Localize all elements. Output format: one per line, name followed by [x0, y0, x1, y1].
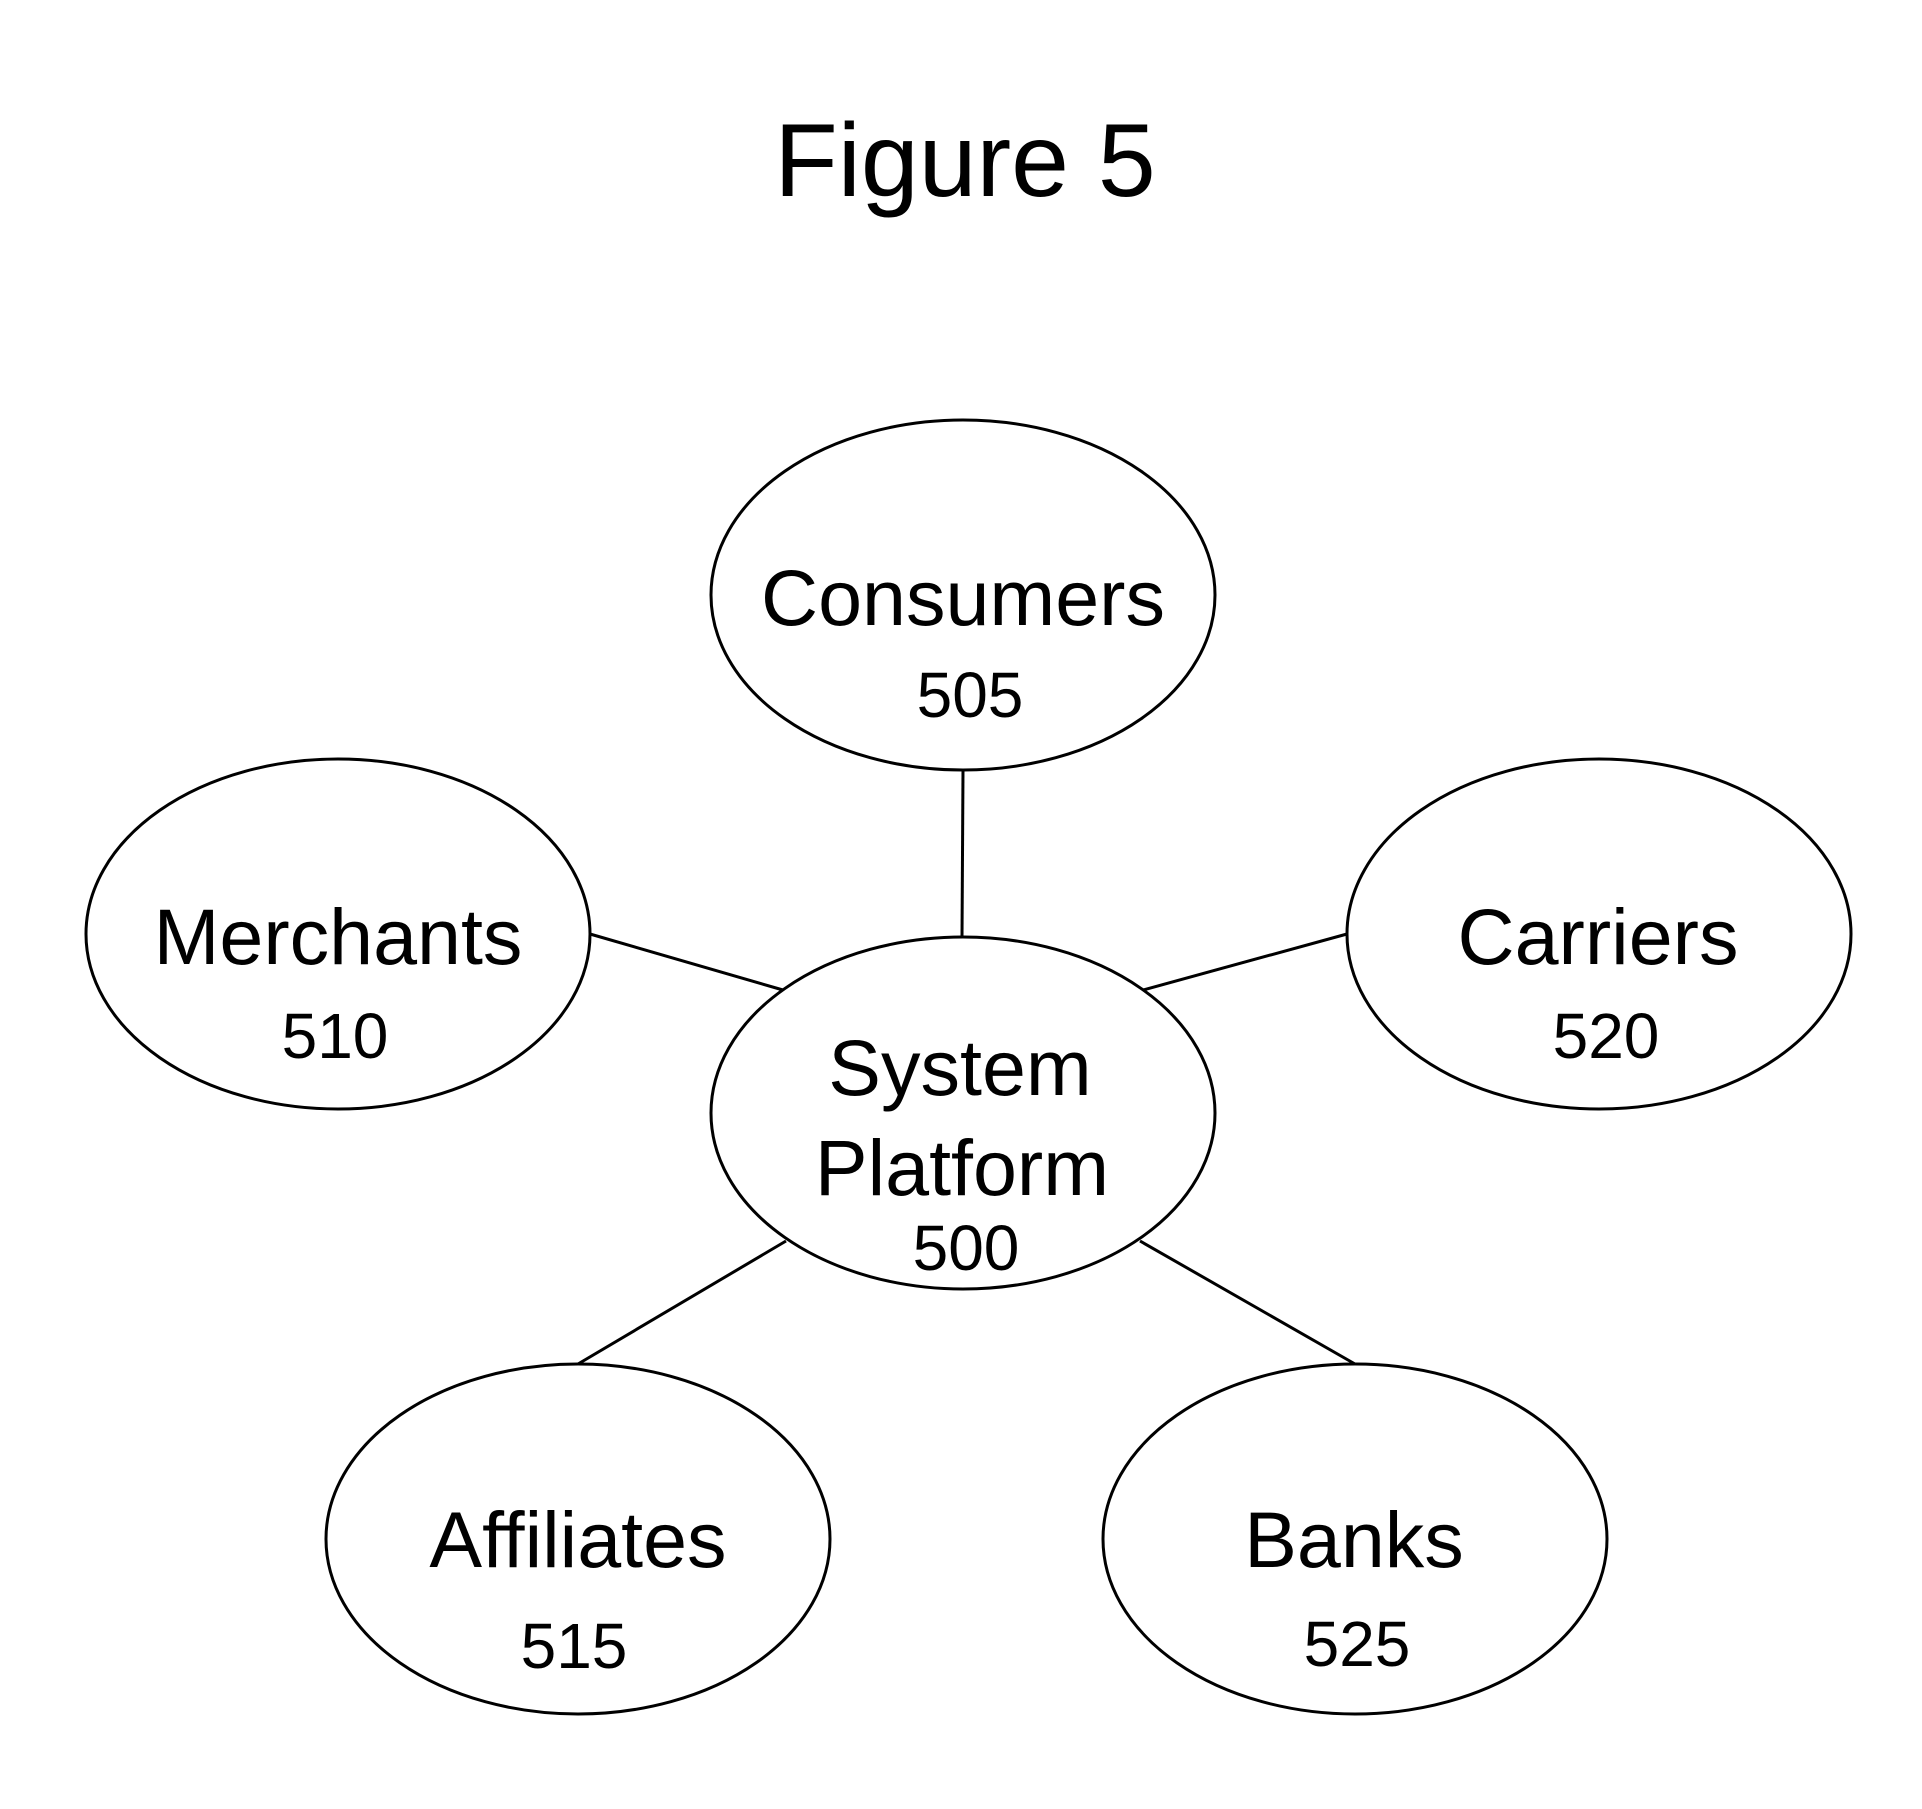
- node-consumers: Consumers 505: [711, 420, 1215, 770]
- node-banks: Banks 525: [1103, 1364, 1607, 1714]
- system-platform-label-line1: System: [828, 1023, 1091, 1112]
- affiliates-label: Affiliates: [429, 1495, 726, 1584]
- merchants-ref: 510: [282, 1000, 389, 1072]
- merchants-label: Merchants: [154, 892, 523, 981]
- edge-system-merchants: [590, 934, 783, 990]
- banks-label: Banks: [1244, 1495, 1464, 1584]
- banks-ref: 525: [1304, 1608, 1411, 1680]
- consumers-ref: 505: [917, 659, 1024, 731]
- node-merchants: Merchants 510: [86, 759, 590, 1109]
- edge-system-carriers: [1143, 934, 1347, 990]
- edge-system-affiliates: [578, 1241, 786, 1364]
- carriers-label: Carriers: [1458, 892, 1739, 981]
- edge-system-consumers: [962, 770, 963, 938]
- consumers-label: Consumers: [761, 553, 1165, 642]
- node-carriers: Carriers 520: [1347, 759, 1851, 1109]
- system-platform-ref: 500: [913, 1212, 1020, 1284]
- edge-system-banks: [1140, 1241, 1355, 1364]
- node-affiliates: Affiliates 515: [326, 1364, 830, 1714]
- figure-title: Figure 5: [774, 103, 1156, 219]
- carriers-ref: 520: [1553, 1000, 1660, 1072]
- affiliates-ref: 515: [521, 1610, 628, 1682]
- node-system-platform: System Platform 500: [711, 937, 1215, 1289]
- system-platform-label-line2: Platform: [815, 1123, 1109, 1212]
